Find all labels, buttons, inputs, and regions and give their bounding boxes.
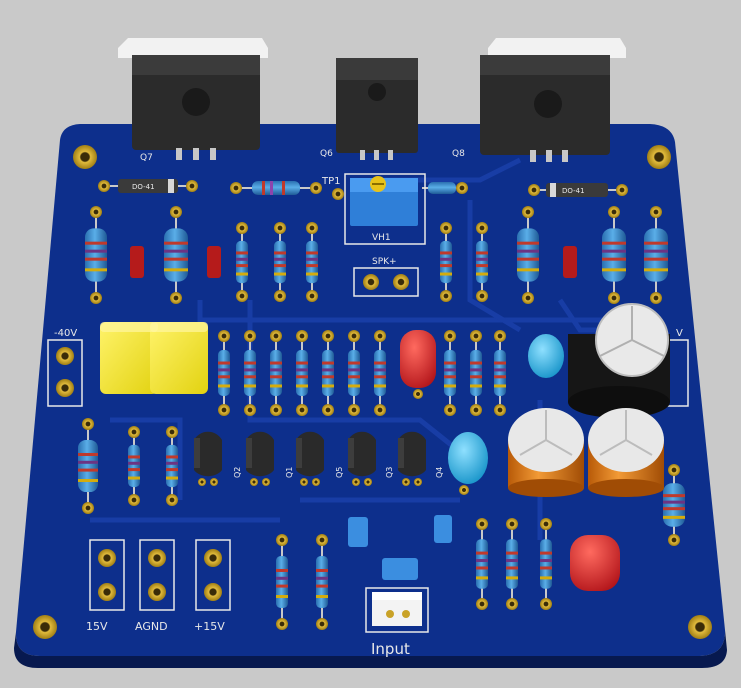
resistor-low-6 <box>506 518 518 610</box>
resistor-mid-1 <box>218 330 230 416</box>
resistor-mid-8 <box>444 330 456 416</box>
signal-transistor-1 <box>194 431 222 486</box>
diode-d1: DO-41 <box>98 179 198 193</box>
resistor-top-1 <box>236 222 248 302</box>
film-capacitors <box>100 322 208 394</box>
small-transistors <box>194 431 426 486</box>
resistor-mid-5 <box>322 330 334 416</box>
test-point-tp1-pad <box>332 188 344 200</box>
electrolytic-capacitor-orange-1 <box>508 408 584 497</box>
smd-capacitors <box>348 515 452 580</box>
label-q2: Q2 <box>233 467 242 478</box>
label-input: Input <box>371 640 410 658</box>
ceramic-capacitor-1 <box>528 334 564 378</box>
label-d2: DO-41 <box>562 187 585 195</box>
resistor-low-3 <box>276 534 288 630</box>
label-q8: Q8 <box>452 149 465 159</box>
resistor-mid-6 <box>348 330 360 416</box>
resistor-mid-3 <box>270 330 282 416</box>
resistor-mid-10 <box>494 330 506 416</box>
transistor-q7 <box>118 38 268 160</box>
resistor-mid-4 <box>296 330 308 416</box>
power-connector-15v <box>89 539 125 611</box>
resistor-mid-2 <box>244 330 256 416</box>
label-pos40v: V <box>676 328 683 339</box>
resistor-top-5 <box>476 222 488 302</box>
signal-transistor-5 <box>398 431 426 486</box>
transistor-q8 <box>480 38 626 162</box>
resistor-low-7 <box>540 518 552 610</box>
label-vh1: VH1 <box>372 233 391 243</box>
small-resistors <box>128 222 552 630</box>
power-connector-neg40v <box>47 339 83 407</box>
label-pos15v: +15V <box>194 620 225 633</box>
resistor-low-2 <box>166 426 178 506</box>
label-q1: Q1 <box>285 467 294 478</box>
trimmer-vh1: VH1 <box>344 173 426 245</box>
power-resistor-3 <box>517 206 539 304</box>
electrolytic-capacitor-black <box>568 303 670 418</box>
power-resistor-6 <box>78 418 98 514</box>
label-neg40v: -40V <box>54 328 77 339</box>
mounting-holes <box>33 145 712 639</box>
resistor-mid-9 <box>470 330 482 416</box>
signal-transistor-4 <box>348 431 376 486</box>
resistor-mid-7 <box>374 330 386 416</box>
resistor-top-2 <box>274 222 286 302</box>
power-resistor-7 <box>663 464 685 546</box>
label-q5: Q5 <box>335 467 344 478</box>
power-resistor-1 <box>85 206 107 304</box>
label-q6: Q6 <box>320 149 333 159</box>
signal-transistor-2 <box>246 431 274 486</box>
power-resistor-5 <box>644 206 668 304</box>
red-capacitor-center <box>400 330 436 399</box>
resistor-low-1 <box>128 426 140 506</box>
input-connector <box>365 587 429 633</box>
power-connector-agnd <box>139 539 175 611</box>
spk-connector <box>353 267 419 297</box>
resistor-horizontal-top-right <box>422 182 468 194</box>
red-capacitor-bottom <box>570 535 620 591</box>
resistor-low-5 <box>476 518 488 610</box>
resistor-horizontal-top <box>230 181 322 195</box>
resistor-top-3 <box>306 222 318 302</box>
signal-transistor-3 <box>296 431 324 486</box>
label-q4: Q4 <box>435 467 444 478</box>
resistor-low-4 <box>316 534 328 630</box>
label-agnd: AGND <box>135 620 168 633</box>
label-d1: DO-41 <box>132 183 155 191</box>
power-connector-pos15v <box>195 539 231 611</box>
power-resistor-4 <box>602 206 626 304</box>
label-15v: 15V <box>86 620 108 633</box>
diode-d2: DO-41 <box>528 183 628 197</box>
power-resistors <box>78 206 685 546</box>
power-resistor-2 <box>164 206 188 304</box>
label-tp1: TP1 <box>321 176 341 187</box>
transistor-q6 <box>336 58 418 160</box>
label-spk: SPK+ <box>372 257 397 267</box>
resistor-top-4 <box>440 222 452 302</box>
electrolytic-capacitor-orange-2 <box>588 408 664 497</box>
label-q7: Q7 <box>140 153 153 163</box>
small-red-parts <box>130 246 577 278</box>
ceramic-capacitor-2 <box>448 432 488 495</box>
label-q3: Q3 <box>385 467 394 478</box>
